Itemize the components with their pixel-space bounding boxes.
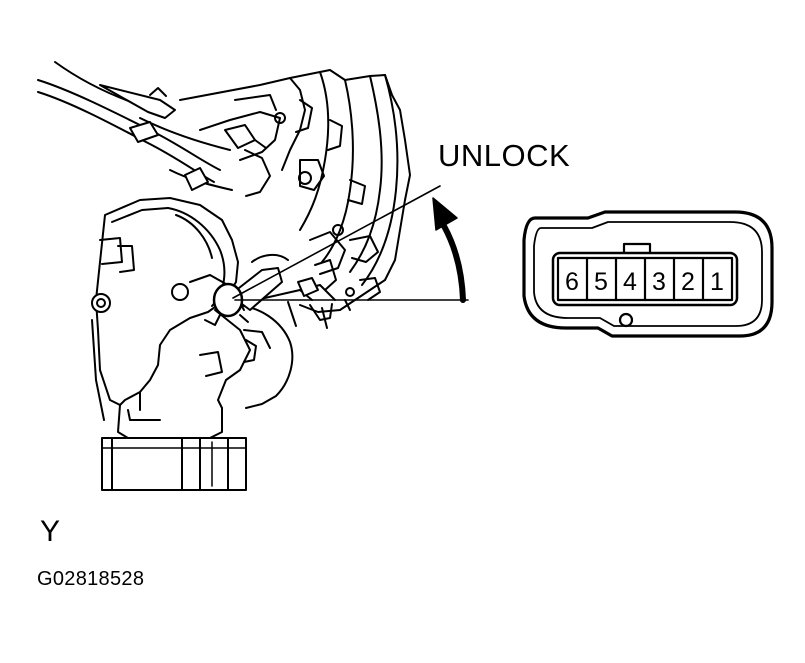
connector-pin-numbers: 6 5 4 3 2 1 (565, 268, 724, 296)
pin-number: 5 (594, 268, 608, 296)
connector-pin-face (522, 210, 774, 338)
unlock-direction-label: UNLOCK (438, 138, 571, 173)
door-lock-mechanism (37, 61, 411, 329)
pin-number: 1 (710, 268, 724, 296)
pin-number: 6 (565, 268, 579, 296)
unlock-direction-arrow (432, 197, 466, 303)
view-label: Y (40, 515, 61, 548)
lock-actuator-housing (91, 197, 313, 491)
angle-reference-lines (232, 185, 469, 301)
pin-number: 4 (623, 268, 637, 296)
pin-number: 2 (681, 268, 695, 296)
figure-code: G02818528 (37, 568, 145, 590)
pin-number: 3 (652, 268, 666, 296)
